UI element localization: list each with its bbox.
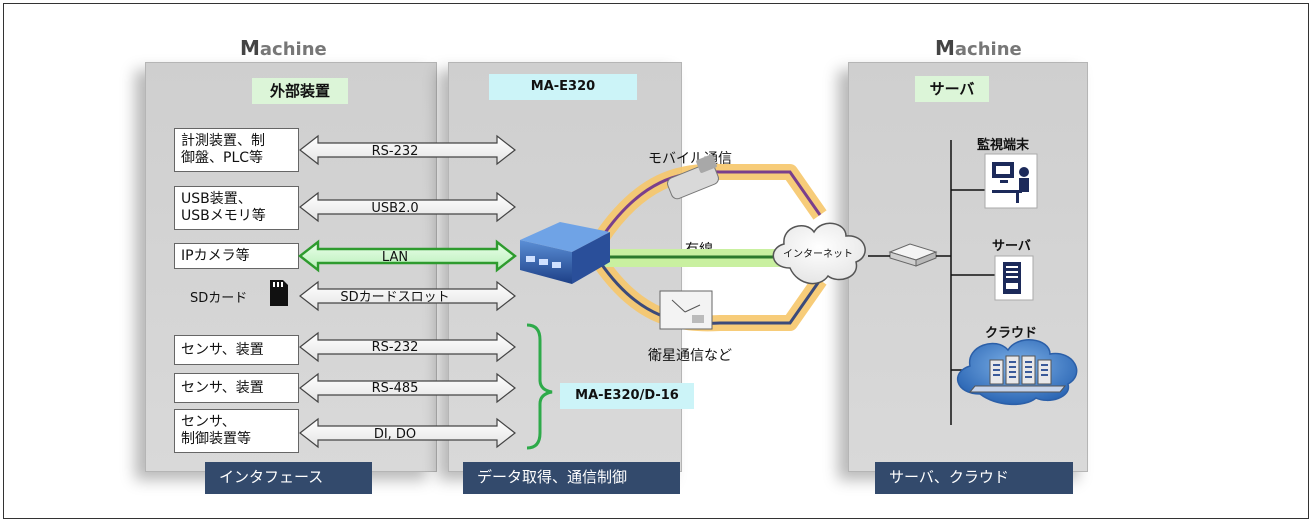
device-box-sensor-1: センサ、装置	[174, 335, 299, 365]
arrow-lan	[298, 239, 517, 273]
cloud-datacenter-icon	[956, 339, 1078, 406]
arrow-di-do	[299, 417, 516, 449]
footer-server-cloud: サーバ、クラウド	[875, 462, 1073, 494]
interface-arrows	[298, 134, 517, 449]
footer-data-acquisition: データ取得、通信制御	[463, 462, 680, 494]
satellite-panel-icon	[659, 290, 713, 330]
arrow-rs232-top	[299, 134, 516, 166]
satellite-link-label: 衛星通信など	[648, 348, 732, 364]
device-box-sensor-2: センサ、装置	[174, 373, 299, 403]
monitor-terminal-icon	[984, 153, 1038, 209]
arrow-rs485	[299, 372, 516, 404]
device-box-usb: USB装置、 USBメモリ等	[174, 186, 299, 230]
interface-label-sd: SDカードスロット	[340, 290, 449, 305]
cloud-label: クラウド	[985, 326, 1038, 341]
left-machine-heading: Machine	[240, 36, 327, 60]
footer-interface: インタフェース	[205, 462, 372, 494]
interface-label-rs485: RS-485	[372, 381, 419, 396]
ma-e320-device-icon	[520, 222, 610, 284]
arrow-rs232-bottom	[299, 331, 516, 363]
arrow-sd	[299, 280, 516, 312]
interface-label-rs232-top: RS-232	[372, 144, 419, 159]
internet-cloud-icon: インターネット	[772, 222, 866, 285]
server-rack-icon	[994, 255, 1034, 301]
d16-bracket-icon	[526, 323, 553, 450]
right-machine-heading: Machine	[935, 36, 1022, 60]
ma-e320-d16-tag: MA-E320/D-16	[560, 383, 694, 409]
interface-label-rs232-bottom: RS-232	[372, 340, 419, 355]
mobile-dongle-icon	[667, 154, 719, 200]
router-icon	[888, 243, 938, 267]
external-devices-tag: 外部装置	[252, 78, 348, 104]
interface-label-usb: USB2.0	[371, 201, 418, 216]
sd-card-icon	[270, 280, 288, 306]
panel-server	[848, 62, 1088, 472]
internet-label: インターネット	[783, 248, 853, 260]
monitor-terminal-label: 監視端末	[977, 138, 1030, 153]
device-box-measuring: 計測装置、制 御盤、PLC等	[174, 128, 299, 172]
server-tag: サーバ	[915, 76, 989, 102]
device-label-sd-card: SDカード	[190, 291, 248, 306]
arrow-usb	[299, 191, 516, 223]
device-box-ip-camera: IPカメラ等	[174, 243, 299, 269]
interface-label-lan: LAN	[382, 250, 408, 265]
server-label: サーバ	[992, 239, 1031, 254]
interface-label-di-do: DI, DO	[374, 427, 416, 442]
ma-e320-tag: MA-E320	[489, 74, 637, 100]
device-box-sensor-control: センサ、 制御装置等	[174, 409, 299, 453]
